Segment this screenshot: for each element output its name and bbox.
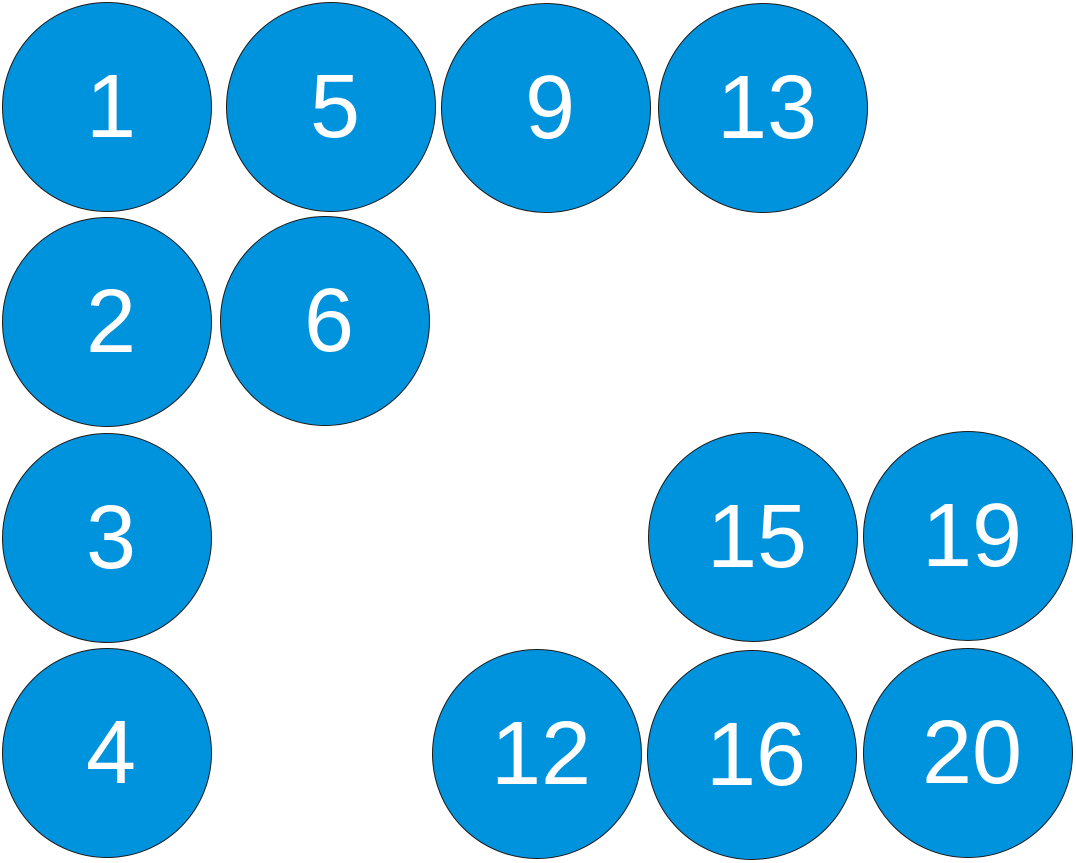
circle-label: 9: [524, 58, 576, 158]
circle-label: 13: [716, 58, 818, 158]
circle-label: 4: [85, 703, 137, 803]
circle-label: 2: [85, 272, 137, 372]
circle-label: 3: [85, 488, 137, 588]
circle-12: 12: [432, 649, 642, 859]
circle-13: 13: [658, 3, 868, 213]
circle-15: 15: [648, 432, 858, 642]
circle-label: 1: [85, 57, 137, 157]
circle-6: 6: [220, 216, 430, 426]
circle-3: 3: [2, 433, 212, 643]
circle-label: 15: [706, 487, 808, 587]
circle-19: 19: [863, 431, 1073, 641]
circle-9: 9: [441, 3, 651, 213]
circle-label: 20: [921, 703, 1023, 803]
circle-5: 5: [226, 2, 436, 212]
circle-2: 2: [2, 217, 212, 427]
circle-label: 16: [705, 705, 807, 805]
circle-4: 4: [2, 648, 212, 858]
circle-16: 16: [647, 650, 857, 860]
circle-label: 6: [303, 271, 355, 371]
circle-20: 20: [863, 648, 1073, 858]
circle-label: 12: [490, 704, 592, 804]
circle-label: 5: [309, 57, 361, 157]
circle-label: 19: [921, 486, 1023, 586]
circle-1: 1: [2, 2, 212, 212]
